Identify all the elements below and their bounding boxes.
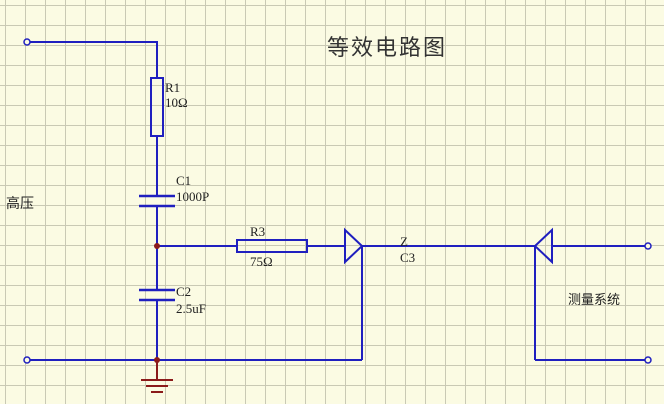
terminals bbox=[23, 38, 652, 364]
label-c1-value: 1000P bbox=[176, 189, 210, 204]
capacitor-c1-plates bbox=[139, 194, 175, 208]
terminal-output-bottom bbox=[644, 356, 652, 364]
wire-top-input bbox=[27, 41, 158, 78]
terminal-input-bottom bbox=[23, 356, 31, 364]
label-high-voltage: 高压 bbox=[6, 196, 34, 212]
cable-connector-right bbox=[533, 227, 553, 265]
terminal-input-top bbox=[23, 38, 31, 46]
resistor-r3-body bbox=[236, 239, 308, 253]
label-cable-value: C3 bbox=[400, 250, 416, 265]
cable-connector-left bbox=[344, 227, 364, 265]
label-c2-name: C2 bbox=[176, 284, 192, 299]
label-c1-name: C1 bbox=[176, 173, 192, 188]
label-cable-name: Z bbox=[400, 234, 408, 249]
resistor-r1-body bbox=[150, 77, 164, 137]
label-r1-value: 10Ω bbox=[165, 95, 188, 110]
junction-dot-bottom bbox=[154, 357, 160, 363]
junction-dot-middle bbox=[154, 243, 160, 249]
diagram-title: 等效电路图 bbox=[327, 36, 448, 61]
capacitor-c2-plates bbox=[139, 288, 175, 302]
label-c2-value: 2.5uF bbox=[176, 301, 206, 316]
ground-icon bbox=[141, 379, 173, 393]
label-r3-name: R3 bbox=[250, 224, 266, 239]
label-measurement-system: 测量系统 bbox=[568, 293, 621, 308]
terminal-output-top bbox=[644, 242, 652, 250]
label-r3-value: 75Ω bbox=[250, 254, 273, 269]
label-r1-name: R1 bbox=[165, 80, 181, 95]
